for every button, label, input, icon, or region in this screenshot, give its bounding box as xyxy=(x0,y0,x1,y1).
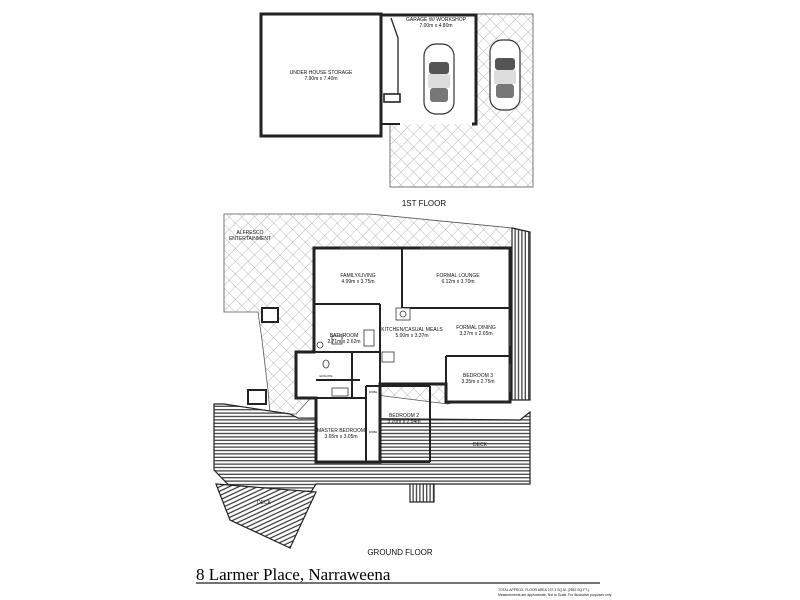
alfresco-label-2: ENTERTAINMENT xyxy=(229,236,271,242)
family-name: FAMILY/LIVING xyxy=(340,273,375,279)
kitchen-size: 5.00m x 3.37m xyxy=(395,333,428,339)
ensuite-name: ENSUITE xyxy=(319,374,332,378)
lounge-name: FORMAL LOUNGE xyxy=(436,273,480,279)
lounge-size: 6.12m x 3.70m xyxy=(441,279,474,285)
fixtures xyxy=(316,307,411,397)
storage-name: UNDER HOUSE STORAGE xyxy=(290,70,353,76)
alfresco-label-1: ALFRESCO xyxy=(237,230,264,236)
robe-label-2: ROBE xyxy=(369,430,378,434)
bathroom-size: 2.71m x 2.62m xyxy=(327,339,360,345)
area-note: TOTAL APPROX. FLOOR AREA 237.3 SQ.M. (25… xyxy=(498,588,589,592)
car-icon xyxy=(489,39,521,111)
robe-label-1: ROBE xyxy=(369,390,378,394)
storage-room xyxy=(259,12,383,138)
disclaimer-note: Measurements are approximate. Not to Sca… xyxy=(498,593,612,597)
dining-size: 3.37m x 2.65m xyxy=(459,331,492,337)
garage-name: GARAGE W/ WORKSHOP xyxy=(406,17,467,23)
garage-size: 7.00m x 4.80m xyxy=(419,23,452,29)
bedroom2-name: BEDROOM 2 xyxy=(389,413,419,419)
master-size: 3.65m x 3.05m xyxy=(324,434,357,440)
deck-label-right: DECK xyxy=(473,442,488,448)
deck-label-left: DECK xyxy=(257,500,272,506)
steps xyxy=(409,483,435,503)
master-name: MASTER BEDROOM xyxy=(317,428,365,434)
first-floor-plan: UNDER HOUSE STORAGE 7.90m x 7.40m GARAGE… xyxy=(259,12,534,208)
bedroom2-size: 3.20m x 2.94m xyxy=(387,419,420,425)
first-floor-title: 1ST FLOOR xyxy=(402,199,447,208)
dining-name: FORMAL DINING xyxy=(456,325,496,331)
deck-right xyxy=(511,227,531,401)
storage-size: 7.90m x 7.40m xyxy=(304,76,337,82)
address-title: 8 Larmer Place, Narraweena xyxy=(196,565,391,584)
deck-left xyxy=(215,483,317,549)
bathroom-name: BATHROOM xyxy=(330,333,359,339)
car-icon xyxy=(423,43,455,115)
bedroom3-name: BEDROOM 3 xyxy=(463,373,493,379)
kitchen-name: KITCHEN/CASUAL MEALS xyxy=(381,327,443,333)
family-size: 4.99m x 3.75m xyxy=(341,279,374,285)
bedroom3-size: 3.35m x 2.75m xyxy=(461,379,494,385)
ground-floor-title: GROUND FLOOR xyxy=(367,548,433,557)
ground-floor-plan: ALFRESCO ENTERTAINMENT FAMILY/LIVING 4.9… xyxy=(213,213,531,557)
ensuite-size: 1.86m x 1.53m xyxy=(316,378,336,382)
